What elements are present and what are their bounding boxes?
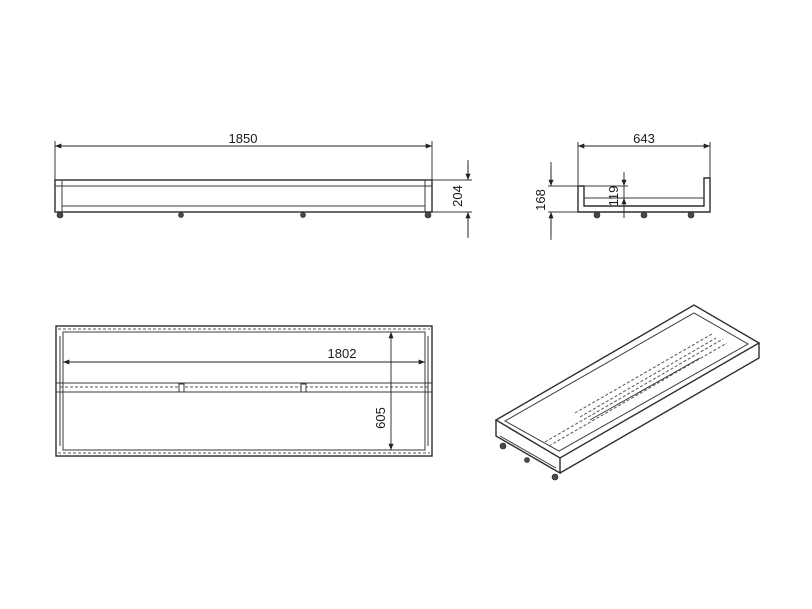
dimension-length-1850: 1850 xyxy=(229,131,258,146)
front-elevation-view xyxy=(54,141,472,238)
plan-view xyxy=(55,325,433,457)
dimension-height-204: 204 xyxy=(450,185,465,207)
dimension-width-643: 643 xyxy=(633,131,655,146)
side-elevation-view xyxy=(548,142,711,240)
dimension-inner-length-1802: 1802 xyxy=(328,346,357,361)
dimension-inner-height-119: 119 xyxy=(606,186,621,207)
dimension-height-168: 168 xyxy=(533,189,548,211)
isometric-view xyxy=(494,304,761,481)
dimension-inner-width-605: 605 xyxy=(373,407,388,429)
